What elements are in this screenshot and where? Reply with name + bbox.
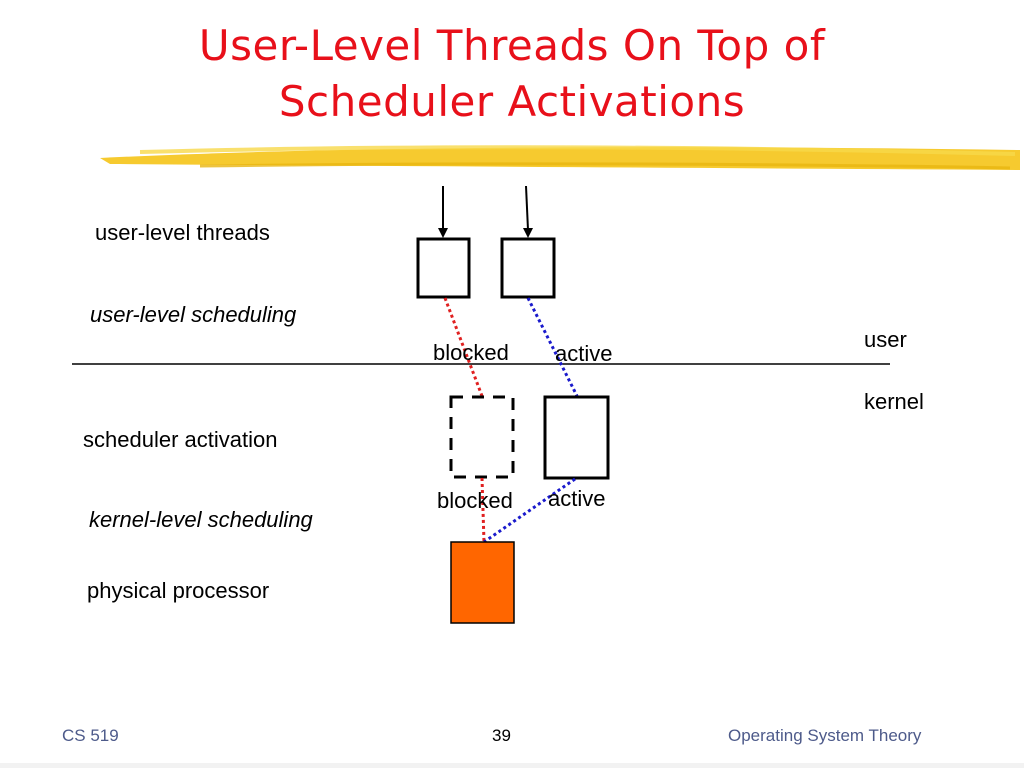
footer-course: CS 519 bbox=[62, 726, 119, 745]
label-active-upper: active bbox=[555, 341, 613, 366]
label-user: user bbox=[864, 327, 907, 352]
physical-processor-box bbox=[450, 541, 515, 624]
label-active-lower: active bbox=[548, 486, 606, 511]
footer-page-number: 39 bbox=[492, 726, 511, 745]
bottom-band bbox=[0, 763, 1024, 768]
user-thread-box-blocked bbox=[416, 237, 471, 299]
label-kernel: kernel bbox=[864, 389, 924, 414]
thread-arrow-1 bbox=[438, 186, 448, 238]
user-thread-box-active bbox=[500, 237, 556, 299]
label-kernel-level-scheduling: kernel-level scheduling bbox=[89, 507, 313, 532]
label-scheduler-activation: scheduler activation bbox=[83, 427, 278, 452]
thread-arrow-2 bbox=[523, 185, 533, 238]
link-blocked-activation-to-processor bbox=[480, 477, 486, 543]
activation-box-blocked bbox=[449, 395, 515, 479]
label-physical-processor: physical processor bbox=[87, 578, 270, 603]
label-user-level-scheduling: user-level scheduling bbox=[90, 302, 297, 327]
title-line-2: Scheduler Activations bbox=[278, 77, 746, 126]
label-user-level-threads: user-level threads bbox=[95, 220, 270, 245]
activation-box-active bbox=[543, 395, 610, 480]
title-line-1: User-Level Threads On Top of bbox=[198, 21, 826, 70]
label-blocked-upper: blocked bbox=[433, 340, 509, 365]
title-highlight-stroke bbox=[100, 145, 1020, 170]
label-blocked-lower: blocked bbox=[437, 488, 513, 513]
slide-title: User-Level Threads On Top of Scheduler A… bbox=[0, 18, 1024, 130]
footer-subject: Operating System Theory bbox=[728, 726, 922, 745]
link-active-activation-to-processor bbox=[483, 477, 576, 544]
link-active-thread-to-activation bbox=[526, 297, 579, 397]
